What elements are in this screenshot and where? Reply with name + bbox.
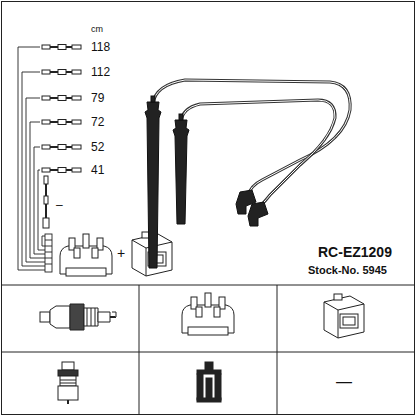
dash-mark: –	[56, 199, 63, 211]
length-label: 118	[91, 41, 110, 53]
stock-number: Stock-No. 5945	[308, 265, 387, 276]
length-label: 41	[91, 164, 104, 176]
length-label: 72	[91, 116, 104, 128]
part-number: RC-EZ1209	[318, 245, 392, 259]
length-label: 52	[91, 141, 104, 153]
unit-label: cm	[91, 25, 103, 34]
not-applicable-mark: —	[336, 374, 352, 390]
length-label: 112	[91, 66, 110, 78]
plus-sign: +	[117, 246, 125, 260]
length-label: 79	[91, 92, 104, 104]
